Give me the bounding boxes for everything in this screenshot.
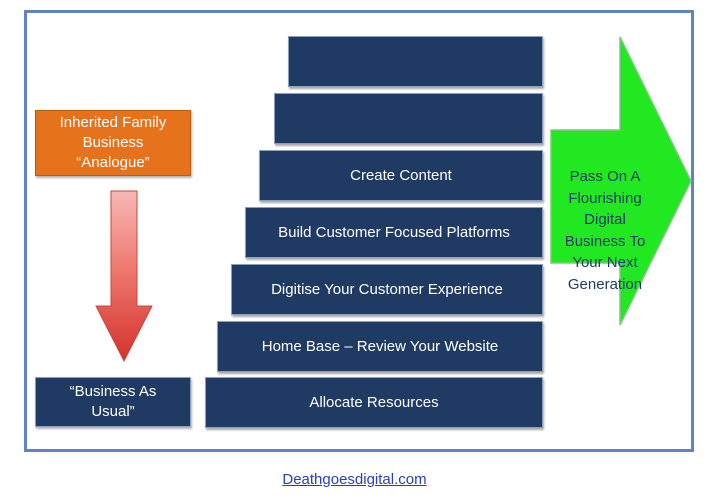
- step-build-platforms: Build Customer Focused Platforms: [245, 207, 543, 258]
- down-arrow-icon: [95, 190, 153, 362]
- business-as-usual-box: “Business As Usual”: [35, 377, 191, 427]
- box-line: Usual”: [91, 403, 135, 420]
- next-generation-text: Pass On A Flourishing Digital Business T…: [553, 166, 657, 295]
- step-blank-second: [274, 93, 543, 144]
- arrow-line: Your Next: [572, 254, 638, 271]
- right-arrow-icon: [550, 36, 692, 326]
- arrow-line: Digital: [584, 211, 626, 228]
- arrow-line: Pass On A: [569, 168, 641, 185]
- box-line: Inherited Family: [59, 114, 167, 131]
- step-label: Build Customer Focused Platforms: [278, 224, 510, 241]
- step-label: Digitise Your Customer Experience: [271, 281, 503, 298]
- step-label: Allocate Resources: [309, 394, 439, 411]
- arrow-line: Generation: [567, 275, 643, 293]
- arrow-line: Business To: [564, 232, 646, 250]
- website-link[interactable]: Deathgoesdigital.com: [282, 471, 427, 488]
- step-label: Home Base – Review Your Website: [261, 338, 499, 355]
- inherited-business-box: Inherited Family Business “Analogue”: [35, 110, 191, 176]
- box-line: “Analogue”: [76, 154, 150, 171]
- step-digitise-experience: Digitise Your Customer Experience: [231, 264, 543, 315]
- step-allocate-resources: Allocate Resources: [205, 377, 543, 428]
- step-create-content: Create Content: [259, 150, 543, 201]
- step-blank-top: [288, 36, 543, 87]
- step-label: Create Content: [350, 167, 452, 184]
- arrow-line: Flourishing: [568, 189, 642, 207]
- box-line: “Business As: [69, 383, 157, 400]
- box-line: Business: [82, 134, 144, 151]
- step-home-base: Home Base – Review Your Website: [217, 321, 543, 372]
